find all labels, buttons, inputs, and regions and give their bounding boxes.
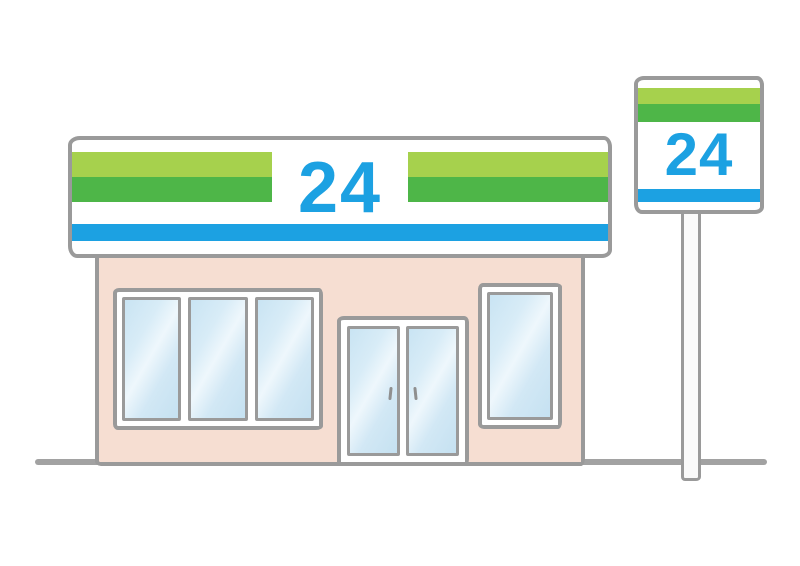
pole-sign: 24 (634, 76, 764, 214)
window-pane (188, 297, 248, 421)
pole-sign-green-stripe (638, 104, 760, 122)
door-handle (388, 386, 393, 401)
storefront-sign: 24 (68, 136, 612, 258)
storefront-blue-stripe (72, 224, 608, 241)
left-window (113, 288, 323, 430)
pole-sign-24-label: 24 (664, 121, 734, 188)
window-pane (122, 297, 182, 421)
window-pane (254, 297, 314, 421)
left-door (347, 326, 400, 456)
right-window (478, 283, 562, 429)
storefront-sign-label-background (272, 144, 408, 206)
pole-sign-light-green-stripe (638, 88, 760, 104)
door-handle (413, 386, 418, 401)
right-door (406, 326, 459, 456)
window-pane (487, 292, 553, 420)
entrance-doors (337, 316, 469, 466)
storefront-24-label: 24 (297, 148, 383, 228)
pole-sign-blue-stripe (638, 189, 760, 202)
sign-pole (681, 205, 701, 481)
